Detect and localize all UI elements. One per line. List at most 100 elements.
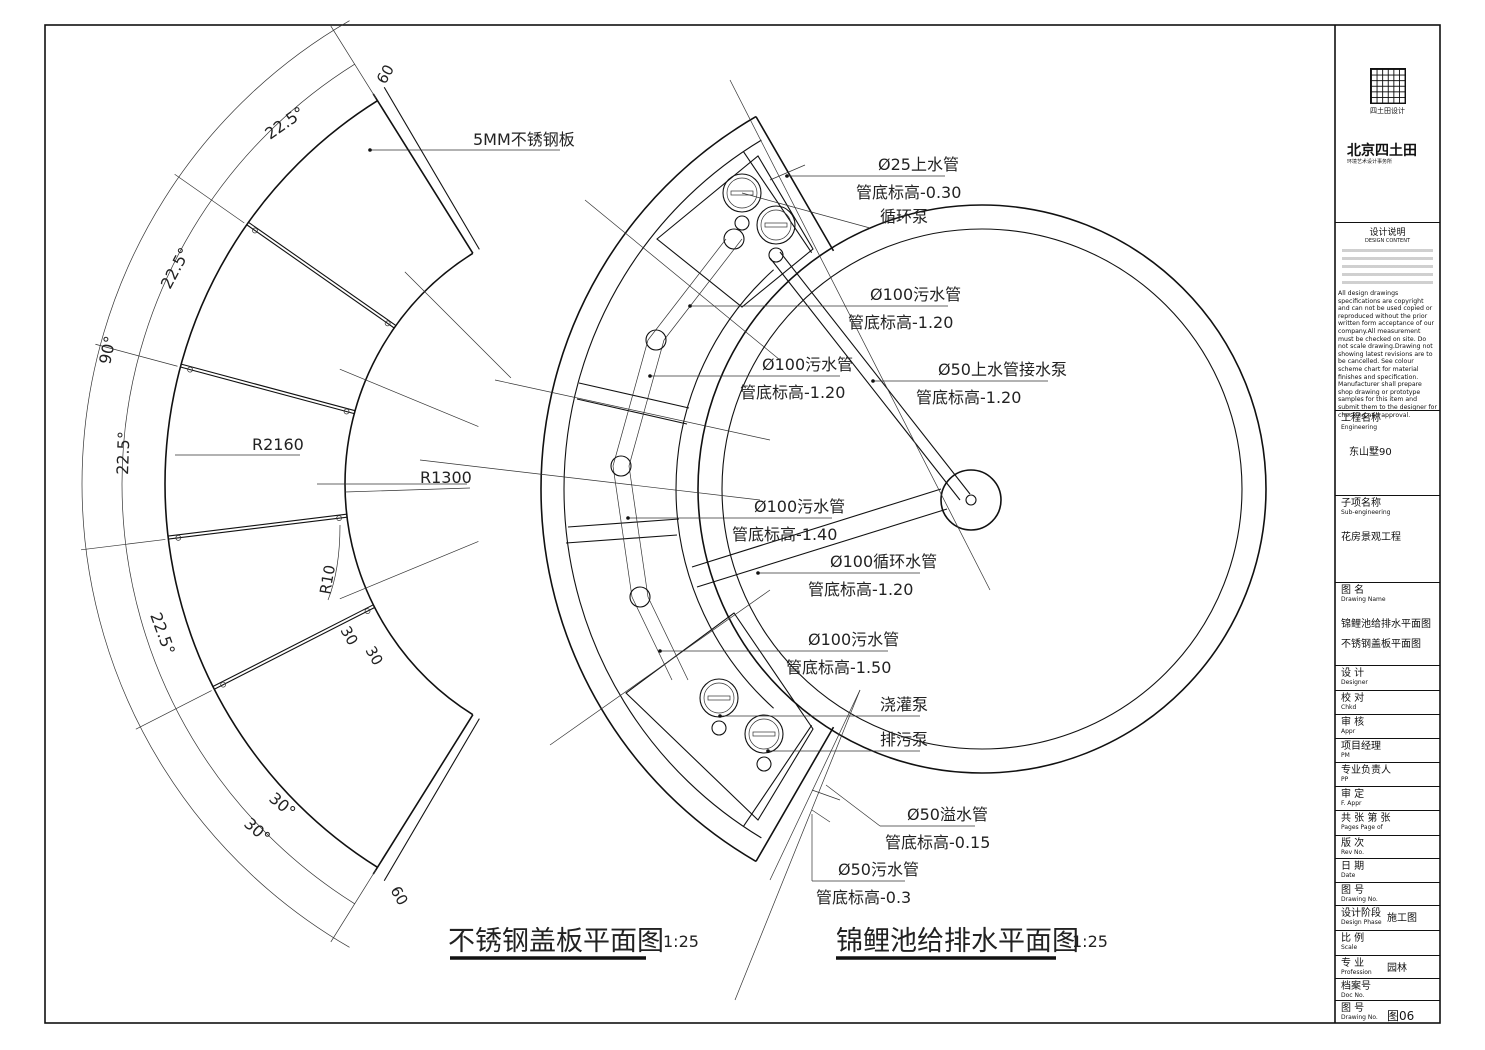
plate-end-edge [372,93,474,254]
pump-icon [744,714,784,754]
supply-pipe [779,251,971,495]
center-line [339,541,479,600]
leader-dot [688,304,692,308]
leader-dot [718,714,722,718]
pipe-callouts: Ø25上水管管底标高-0.30循环泵Ø100污水管管底标高-1.20Ø100污水… [626,155,1067,907]
drain-pipe [647,238,727,341]
cleanout [645,329,667,351]
circulation-pipe [696,508,948,588]
callout-elevation: 管底标高-0.3 [816,888,911,907]
field-label: 子项名称 [1341,498,1381,509]
dimension-arc-inner [121,63,355,905]
field-label: 图 号 [1341,1003,1365,1014]
callout-elevation: 管底标高-1.20 [916,388,1021,407]
drain-pipe [647,596,689,681]
chamber-divider [576,398,688,425]
callout-name: Ø100循环水管 [830,552,937,571]
callout-elevation: 管底标高-0.15 [885,833,990,852]
extension-line [174,173,245,224]
drain-pipe [612,339,649,467]
callout-name: Ø100污水管 [762,355,853,374]
design-note-en-text: All design drawings specifications are c… [1338,290,1438,419]
end-strip-edge [383,86,480,250]
leader-dot [785,174,789,178]
leader-line [741,192,871,229]
pump-bar [764,222,788,228]
bolt-hole [364,608,371,614]
callout-elevation: 管底标高-1.20 [848,313,953,332]
callout: 浇灌泵 [718,695,928,718]
callout-name: Ø100污水管 [754,497,845,516]
field-label-en: Chkd [1341,704,1357,711]
field-label-en: Drawing No. [1341,896,1378,903]
gap-top-label: 60 [373,61,398,87]
pump-base [711,720,727,736]
callout-name: 浇灌泵 [880,695,928,714]
design-note-cn-text [1342,247,1433,287]
supply-pipe [769,257,961,501]
logo-caption: 四土田设计 [1370,107,1405,115]
panel-joint [181,363,356,412]
koi-pond-plumbing-plan [419,79,1267,1001]
pump-bar [707,695,731,701]
callout-name: Ø25上水管 [878,155,959,174]
reference-line [734,689,861,1001]
callout: 排污泵 [766,730,928,753]
field-value: 锦鲤池给排水平面图 [1341,619,1431,630]
field-value: 园林 [1387,963,1407,974]
bolt-hole [336,515,342,521]
pump-base [734,215,750,231]
drain-pipe [628,339,665,467]
field-label-en: Drawing Name [1341,596,1386,603]
reference-line [494,379,771,441]
sector-end-wall [755,116,835,252]
field-label-en: Scale [1341,944,1358,951]
field-label: 日 期 [1341,861,1365,872]
cleanout [610,455,632,477]
extension-line [80,539,166,551]
bolt-hole [384,320,391,327]
stainless-cover-plan [80,20,512,948]
field-label: 审 核 [1341,717,1365,728]
sector-end-wall-inner [742,151,813,254]
outer-wall-arc [540,115,757,863]
panel-joint [214,606,375,690]
callout-name: Ø100污水管 [870,285,961,304]
drain-pipe [663,238,743,341]
pump-inner [760,209,792,241]
field-label-en: Designer [1341,679,1368,686]
left-drawing-scale: 1:25 [663,932,699,951]
pump-bar [752,731,776,737]
bolt-hole [187,366,193,373]
right-drawing-title: 锦鲤池给排水平面图 [836,926,1079,957]
callout-name: Ø50溢水管 [907,805,988,824]
field-label-en: Drawing No. [1341,1014,1378,1021]
panel-joint [248,221,397,326]
field-label: 专 业 [1341,958,1365,969]
callout-name: Ø100污水管 [808,630,899,649]
center-line [339,368,479,427]
end-strip-edge [383,718,480,882]
center-line [404,271,512,379]
angle-total-label: 90° [95,334,119,366]
callout-elevation: 管底标高-1.20 [808,580,913,599]
design-note: 设计说明 DESIGN CONTENT All design drawings … [1335,222,1440,419]
drain-pipe [631,596,673,681]
